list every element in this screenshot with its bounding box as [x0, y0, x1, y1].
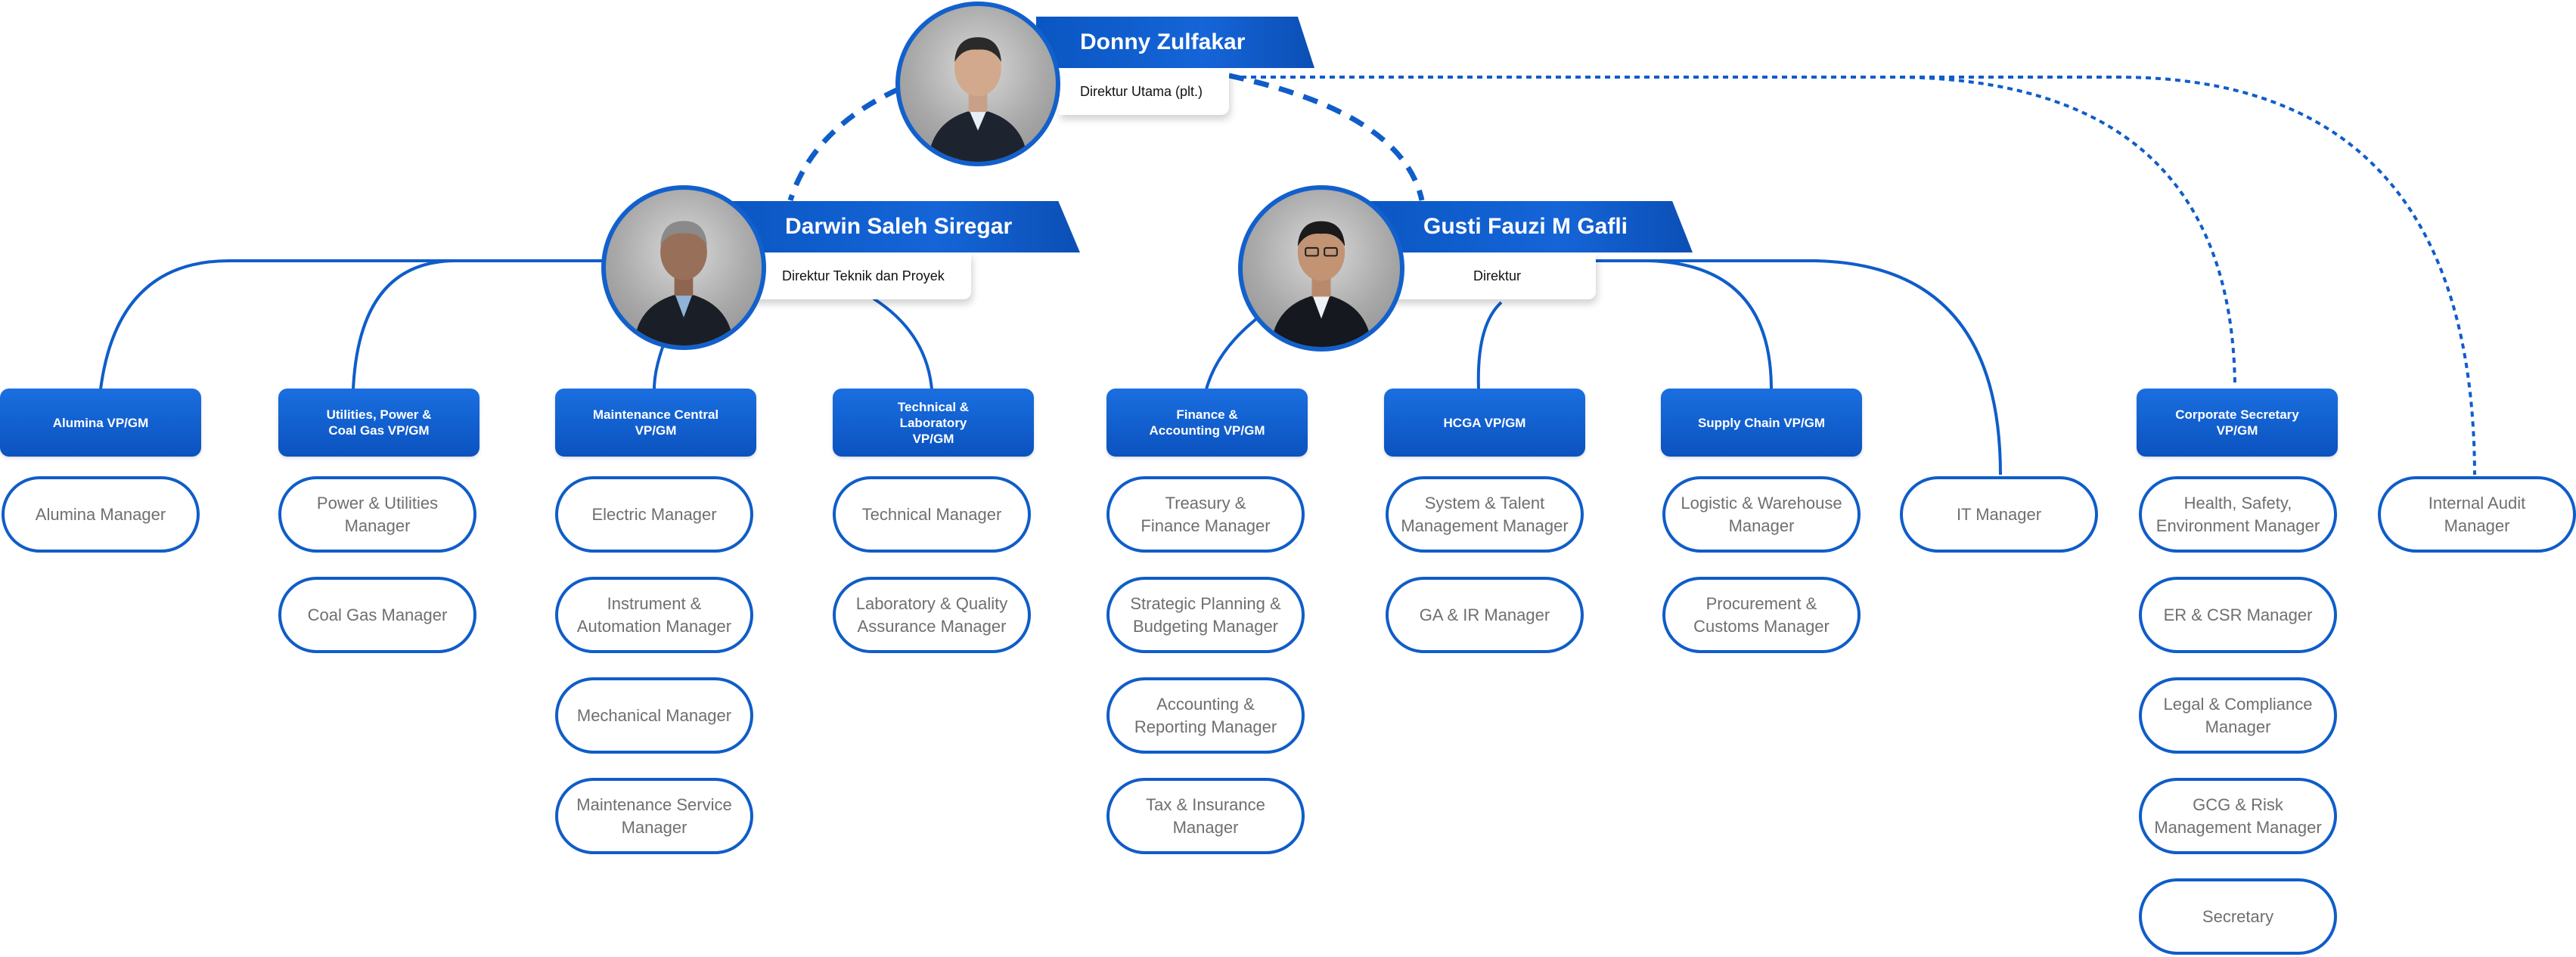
vp-corsec[interactable]: Corporate Secretary VP/GM — [2137, 389, 2338, 457]
manager-accounting[interactable]: Accounting & Reporting Manager — [1106, 677, 1305, 754]
person-portrait-icon — [634, 221, 734, 345]
link-hcga — [1476, 301, 1503, 390]
dotted-link-audit — [1231, 76, 2476, 475]
vp-alumina[interactable]: Alumina VP/GM — [0, 389, 201, 457]
link-utilities — [352, 259, 604, 390]
manager-procurement[interactable]: Procurement & Customs Manager — [1662, 577, 1861, 653]
manager-gcg-risk[interactable]: GCG & Risk Management Manager — [2139, 778, 2337, 854]
fin-director-name: Gusti Fauzi M Gafli — [1354, 201, 1693, 252]
ceo-photo — [895, 2, 1060, 166]
manager-tax[interactable]: Tax & Insurance Manager — [1106, 778, 1305, 854]
dashed-link-fin — [1228, 73, 1425, 201]
manager-coal-gas[interactable]: Coal Gas Manager — [278, 577, 476, 653]
manager-system-talent[interactable]: System & Talent Management Manager — [1386, 476, 1584, 553]
manager-maintenance-service[interactable]: Maintenance Service Manager — [555, 778, 753, 854]
vp-supply[interactable]: Supply Chain VP/GM — [1661, 389, 1862, 457]
dashed-link-tech — [787, 86, 900, 202]
link-technical — [872, 297, 933, 390]
manager-strategic-planning[interactable]: Strategic Planning & Budgeting Manager — [1106, 577, 1305, 653]
manager-er-csr[interactable]: ER & CSR Manager — [2139, 577, 2337, 653]
vp-technical[interactable]: Technical & Laboratory VP/GM — [833, 389, 1034, 457]
fin-director-photo — [1238, 185, 1404, 352]
vp-utilities[interactable]: Utilities, Power & Coal Gas VP/GM — [278, 389, 480, 457]
vp-hcga[interactable]: HCGA VP/GM — [1384, 389, 1585, 457]
person-portrait-icon — [928, 37, 1028, 162]
manager-laboratory[interactable]: Laboratory & Quality Assurance Manager — [833, 577, 1031, 653]
ceo-title: Direktur Utama (plt.) — [1059, 68, 1229, 115]
tech-director-photo — [601, 185, 766, 350]
manager-treasury[interactable]: Treasury & Finance Manager — [1106, 476, 1305, 553]
manager-technical[interactable]: Technical Manager — [833, 476, 1031, 553]
person-portrait-icon — [1271, 221, 1372, 347]
tech-director-name: Darwin Saleh Siregar — [718, 201, 1080, 252]
manager-ga-ir[interactable]: GA & IR Manager — [1386, 577, 1584, 653]
link-supply — [1384, 259, 1773, 390]
link-finance — [1205, 312, 1265, 390]
link-it — [1641, 259, 2002, 475]
manager-alumina[interactable]: Alumina Manager — [2, 476, 200, 553]
manager-hse[interactable]: Health, Safety, Environment Manager — [2139, 476, 2337, 553]
manager-mechanical[interactable]: Mechanical Manager — [555, 677, 753, 754]
manager-internal-audit[interactable]: Internal Audit Manager — [2378, 476, 2576, 553]
manager-secretary[interactable]: Secretary — [2139, 878, 2337, 955]
manager-legal[interactable]: Legal & Compliance Manager — [2139, 677, 2337, 754]
manager-it[interactable]: IT Manager — [1900, 476, 2098, 553]
fin-director-title: Direktur — [1384, 252, 1596, 299]
vp-maintenance[interactable]: Maintenance Central VP/GM — [555, 389, 756, 457]
vp-finance[interactable]: Finance & Accounting VP/GM — [1106, 389, 1308, 457]
ceo-name: Donny Zulfakar — [1036, 17, 1314, 68]
link-alumina — [99, 259, 604, 390]
dotted-link-corsec — [1231, 76, 2236, 386]
manager-electric[interactable]: Electric Manager — [555, 476, 753, 553]
manager-logistic[interactable]: Logistic & Warehouse Manager — [1662, 476, 1861, 553]
manager-instrument[interactable]: Instrument & Automation Manager — [555, 577, 753, 653]
manager-power-utilities[interactable]: Power & Utilities Manager — [278, 476, 476, 553]
tech-director-title: Direktur Teknik dan Proyek — [749, 252, 971, 299]
